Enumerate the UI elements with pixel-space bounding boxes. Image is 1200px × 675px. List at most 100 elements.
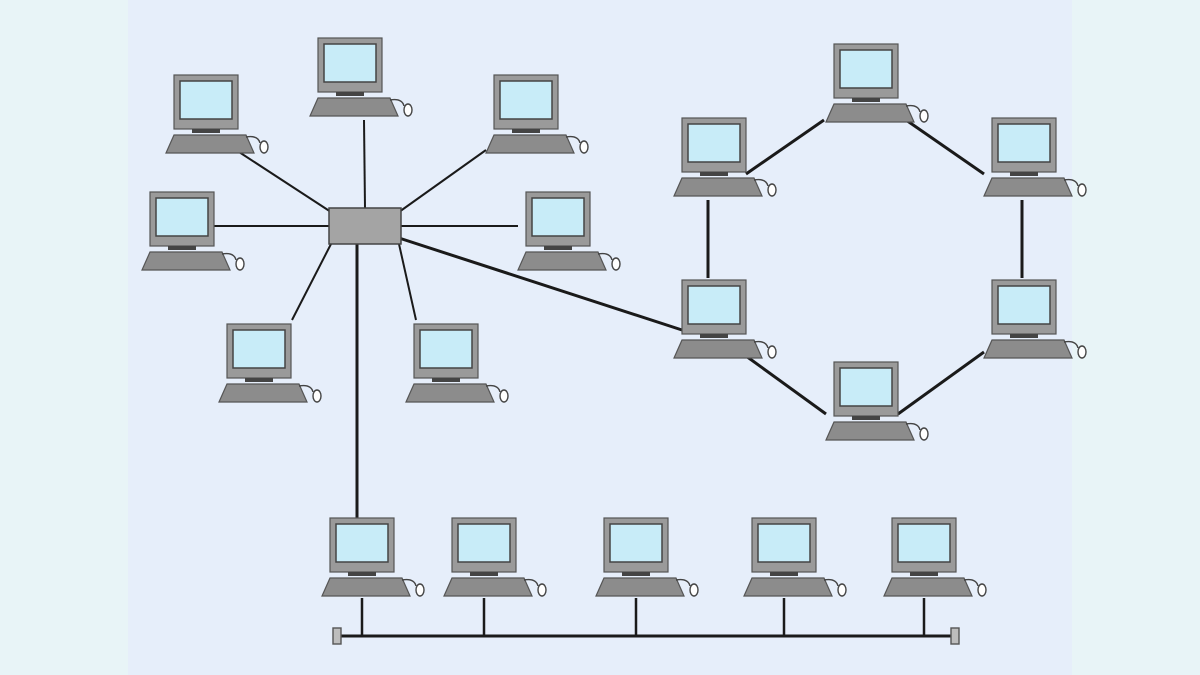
- monitor-stand: [1010, 172, 1038, 176]
- computer-icon[interactable]: [743, 517, 847, 597]
- monitor-stand: [470, 572, 498, 576]
- mouse-cable: [298, 384, 314, 393]
- monitor-stand: [700, 172, 728, 176]
- keyboard: [485, 134, 575, 154]
- monitor-screen: [609, 523, 663, 563]
- monitor-screen: [997, 285, 1051, 325]
- monitor-stand: [192, 129, 220, 133]
- monitor-screen: [757, 523, 811, 563]
- device-layer: [141, 37, 1087, 597]
- star-cable: [291, 243, 332, 321]
- monitor-stand: [700, 334, 728, 338]
- monitor-stand: [348, 572, 376, 576]
- mouse: [1077, 183, 1087, 197]
- computer-icon[interactable]: [141, 191, 245, 271]
- computer-icon[interactable]: [673, 279, 777, 359]
- keyboard: [165, 134, 255, 154]
- star-cable: [398, 149, 487, 213]
- monitor-stand: [544, 246, 572, 250]
- monitor-stand: [245, 378, 273, 382]
- monitor-screen: [457, 523, 511, 563]
- mouse: [767, 183, 777, 197]
- monitor-screen: [419, 329, 473, 369]
- mouse-cable: [823, 578, 839, 587]
- monitor-screen: [687, 285, 741, 325]
- monitor-stand: [432, 378, 460, 382]
- computer-icon[interactable]: [825, 361, 929, 441]
- mouse-cable: [485, 384, 501, 393]
- computer-icon[interactable]: [825, 43, 929, 123]
- bus-terminator-icon: [332, 627, 342, 645]
- computer-icon[interactable]: [321, 517, 425, 597]
- mouse-cable: [753, 340, 769, 349]
- monitor-screen: [687, 123, 741, 163]
- computer-icon[interactable]: [983, 117, 1087, 197]
- computer-icon[interactable]: [517, 191, 621, 271]
- monitor-screen: [839, 49, 893, 89]
- monitor-stand: [1010, 334, 1038, 338]
- monitor-screen: [232, 329, 286, 369]
- monitor-screen: [839, 367, 893, 407]
- mouse: [611, 257, 621, 271]
- keyboard: [983, 339, 1073, 359]
- monitor-screen: [499, 80, 553, 120]
- monitor-screen: [897, 523, 951, 563]
- bus-terminator-icon: [950, 627, 960, 645]
- mouse: [499, 389, 509, 403]
- monitor-screen: [179, 80, 233, 120]
- computer-icon[interactable]: [673, 117, 777, 197]
- mouse-cable: [401, 578, 417, 587]
- star-cable: [363, 119, 366, 209]
- mouse: [235, 257, 245, 271]
- ring-cable: [905, 118, 985, 176]
- monitor-stand: [622, 572, 650, 576]
- keyboard: [595, 577, 685, 597]
- monitor-screen: [155, 197, 209, 237]
- computer-icon[interactable]: [165, 74, 269, 154]
- mouse: [1077, 345, 1087, 359]
- keyboard: [517, 251, 607, 271]
- mouse-cable: [963, 578, 979, 587]
- hub-icon[interactable]: [328, 207, 402, 245]
- ring-cable: [745, 354, 827, 416]
- keyboard: [825, 421, 915, 441]
- mouse: [919, 427, 929, 441]
- keyboard: [673, 339, 763, 359]
- computer-icon[interactable]: [485, 74, 589, 154]
- mouse-cable: [675, 578, 691, 587]
- monitor-stand: [168, 246, 196, 250]
- mouse: [767, 345, 777, 359]
- keyboard: [321, 577, 411, 597]
- computer-icon[interactable]: [883, 517, 987, 597]
- computer-icon[interactable]: [443, 517, 547, 597]
- computer-icon[interactable]: [405, 323, 509, 403]
- keyboard: [141, 251, 231, 271]
- computer-icon[interactable]: [218, 323, 322, 403]
- keyboard: [218, 383, 308, 403]
- monitor-screen: [997, 123, 1051, 163]
- keyboard: [405, 383, 495, 403]
- mouse: [977, 583, 987, 597]
- computer-icon[interactable]: [595, 517, 699, 597]
- mouse-cable: [905, 104, 921, 113]
- keyboard: [673, 177, 763, 197]
- star-cable: [398, 243, 417, 321]
- monitor-stand: [770, 572, 798, 576]
- mouse-cable: [597, 252, 613, 261]
- mouse: [689, 583, 699, 597]
- monitor-screen: [335, 523, 389, 563]
- star-ring-link: [398, 236, 683, 332]
- monitor-stand: [910, 572, 938, 576]
- computer-icon[interactable]: [983, 279, 1087, 359]
- monitor-stand: [852, 98, 880, 102]
- mouse: [837, 583, 847, 597]
- keyboard: [825, 103, 915, 123]
- mouse-cable: [753, 178, 769, 187]
- mouse: [259, 140, 269, 154]
- star-cable: [235, 149, 332, 213]
- mouse: [537, 583, 547, 597]
- monitor-screen: [531, 197, 585, 237]
- computer-icon[interactable]: [309, 37, 413, 117]
- mouse: [919, 109, 929, 123]
